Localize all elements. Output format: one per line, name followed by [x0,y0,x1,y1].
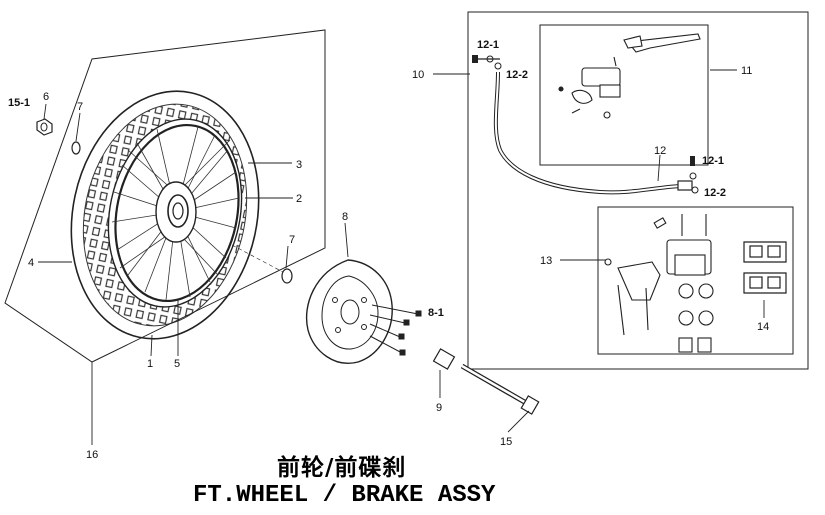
callout-11: 11 [741,65,752,77]
caliper-drawing [604,214,714,353]
callout-13: 13 [540,255,552,267]
callout-4: 4 [28,257,34,269]
callout-8: 8 [342,211,348,223]
brake-pads-drawing [743,241,787,294]
hub-drawing [155,181,197,243]
leader-lines [38,69,765,445]
axle-nut-drawing [36,118,53,136]
master-cylinder-box [539,24,709,166]
callout-10: 10 [412,69,424,81]
callout-8-1: 8-1 [428,307,444,319]
callout-2: 2 [296,193,302,205]
callout-15: 15 [500,436,512,448]
callout-3: 3 [296,159,302,171]
brake-disc-drawing [305,259,393,364]
callout-12-1-bottom: 12-1 [702,155,724,167]
callout-15-1: 15-1 [8,97,30,109]
callout-12-2-top: 12-2 [506,69,528,81]
callout-16: 16 [86,449,98,461]
spacer-drawing [432,348,456,370]
callout-6: 6 [43,91,49,103]
master-cylinder-drawing [558,33,701,119]
title-english: FT.WHEEL / BRAKE ASSY [193,482,496,509]
callout-12: 12 [654,145,666,157]
callout-9: 9 [436,402,442,414]
wheel-group-outline [4,29,326,363]
callout-5: 5 [174,358,180,370]
brake-hose-drawing [493,71,693,195]
disc-bolts-drawing [369,304,422,356]
banjo-bolt-top-drawing [472,55,502,70]
callout-12-1-top: 12-1 [477,39,499,51]
washer-7-drawing [281,268,293,284]
callout-7-upper: 7 [77,101,83,113]
banjo-bolt-bottom-drawing [689,156,699,194]
callout-7-lower: 7 [289,234,295,246]
callout-1: 1 [147,358,153,370]
title-chinese: 前轮/前碟刹 [277,455,407,481]
callout-14: 14 [757,321,769,333]
washer-6-drawing [71,141,81,155]
callout-12-2-bottom: 12-2 [704,187,726,199]
caliper-box [597,206,794,355]
axle-drawing [460,363,540,415]
brake-group-outline [467,11,809,370]
